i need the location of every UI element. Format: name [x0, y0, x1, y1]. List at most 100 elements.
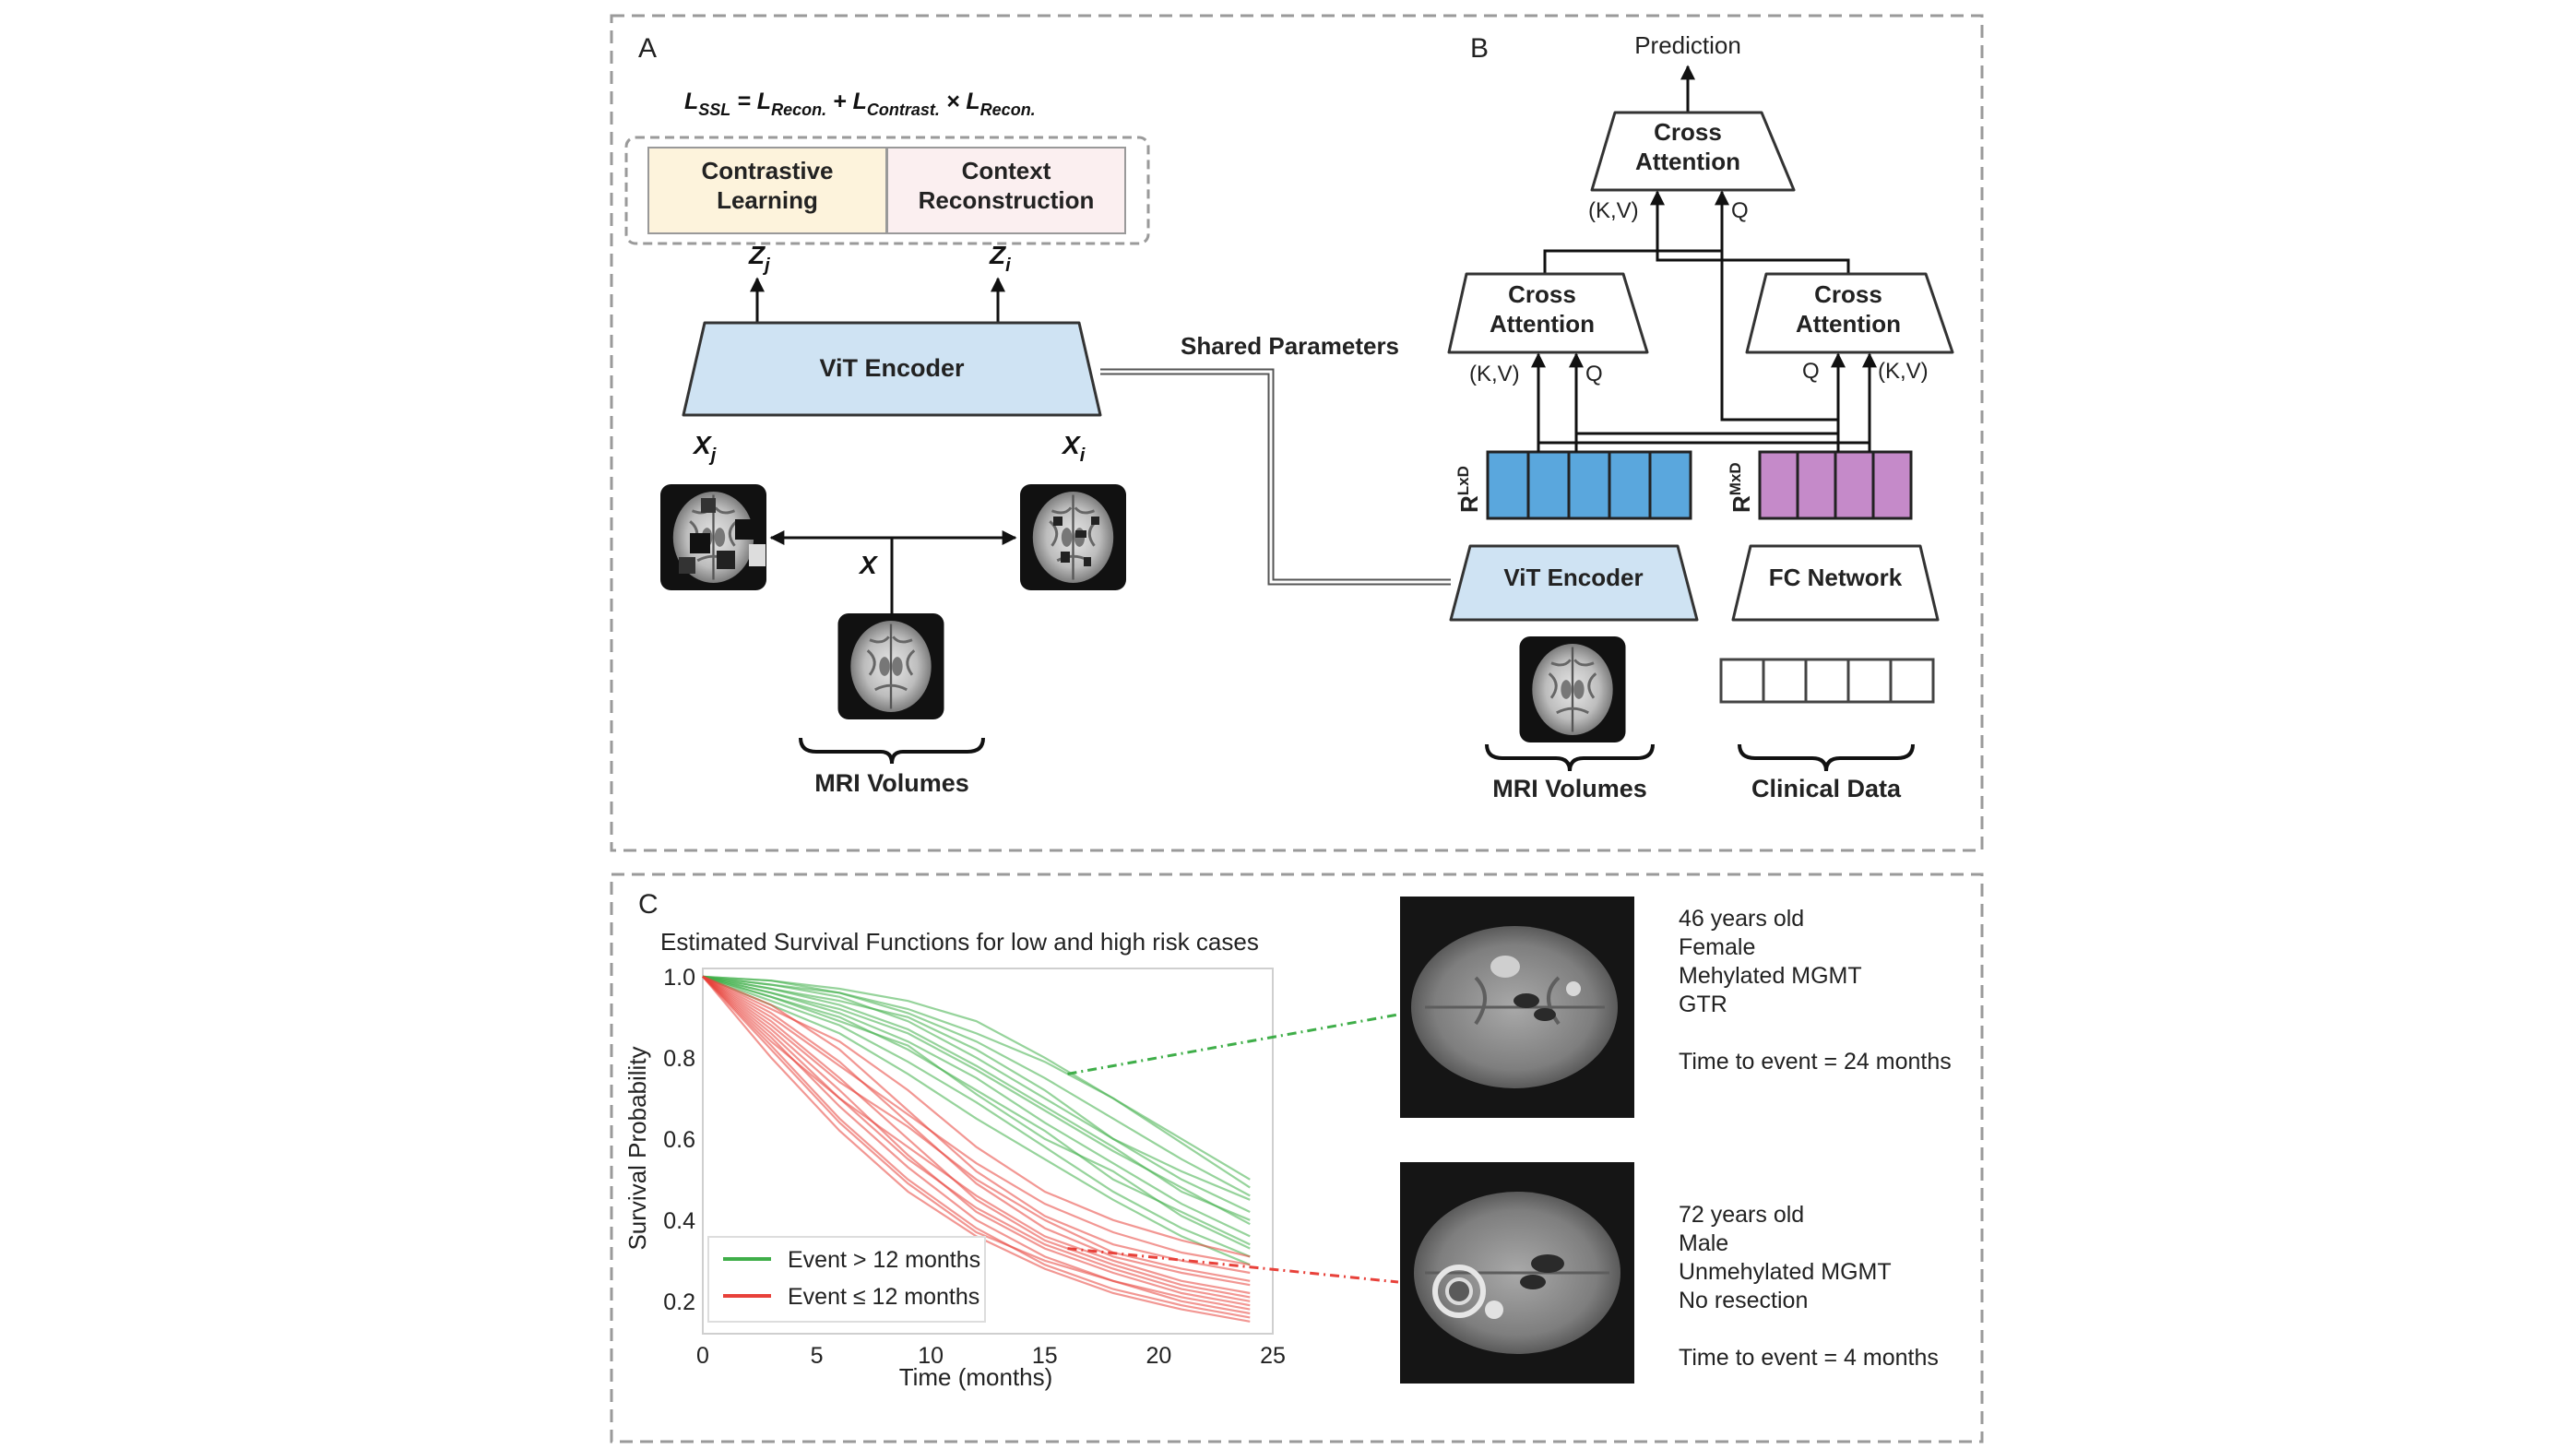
y-tick-label: 0.8 [663, 1046, 695, 1072]
x-tick-label: 25 [1260, 1343, 1286, 1369]
curve-event-gt-12-11 [702, 975, 1251, 1226]
curve-event-gt-12-8 [702, 975, 1251, 1258]
case-1-sex: Female [1679, 934, 1755, 960]
curve-event-gt-12-5 [702, 975, 1251, 1221]
case-2-resection: No resection [1679, 1288, 1808, 1313]
curve-event-gt-12-1 [702, 975, 1251, 1189]
ssl-objectives-group [624, 136, 1150, 245]
curve-event-gt-12-2 [702, 975, 1251, 1197]
mid-left-to-top-connector [1543, 232, 1724, 274]
curve-event-le-12-10 [702, 975, 1251, 1258]
curve-event-gt-12-9 [702, 975, 1251, 1266]
x-tick-label: 15 [1032, 1343, 1058, 1369]
y-tick-label: 0.4 [663, 1208, 695, 1234]
mid-right-to-top-connector [1656, 232, 1850, 274]
mri-volumes-a-brace [799, 737, 985, 765]
kv-label-left: (K,V) [1469, 362, 1520, 386]
case-1-age: 46 years old [1679, 906, 1804, 932]
shared-parameters-label: Shared Parameters [1181, 332, 1399, 360]
kv-label-right: (K,V) [1878, 359, 1929, 384]
contrastive-learning-box [647, 147, 887, 234]
z-i-label: Zi [989, 241, 1011, 276]
panel-c-letter: C [638, 889, 659, 920]
vit-encoder-b-label: ViT Encoder [1503, 564, 1643, 591]
curve-event-gt-12-10 [702, 975, 1251, 1250]
x-tick-label: 5 [811, 1343, 824, 1369]
mri-volumes-a-label: MRI Volumes [814, 769, 969, 797]
r-lxd-label: RLxD [1454, 466, 1483, 513]
clinical-data-brace [1738, 743, 1915, 772]
curve-event-le-12-5 [702, 976, 1251, 1319]
panel-a-b-frame [610, 14, 1984, 852]
augmented-view-j-image [660, 484, 766, 590]
chart-legend [707, 1236, 986, 1323]
curve-event-le-12-11 [702, 975, 1251, 1302]
x-tick-label: 20 [1146, 1343, 1171, 1369]
cross-attention-right [1745, 272, 1954, 354]
case-1-time-to-event: Time to event = 24 months [1679, 1049, 1952, 1075]
legend-label-green: Event > 12 months [788, 1247, 980, 1273]
q-label-right: Q [1802, 359, 1820, 384]
curve-event-gt-12-3 [702, 975, 1251, 1201]
case-2-age: 72 years old [1679, 1202, 1804, 1228]
case-1-mgmt: Mehylated MGMT [1679, 963, 1862, 989]
case-2-sex: Male [1679, 1230, 1728, 1256]
mri-volumes-b-brace [1485, 743, 1655, 772]
fc-network-label: FC Network [1769, 564, 1903, 591]
y-tick-label: 1.0 [663, 965, 695, 991]
case-2-mri-image [1400, 1162, 1634, 1384]
curve-event-le-12-7 [702, 975, 1251, 1282]
chart-lines [702, 975, 1251, 1323]
x-axis-label: Time (months) [899, 1363, 1053, 1391]
cross-attention-left [1447, 272, 1649, 354]
kv-label-top: (K,V) [1588, 198, 1639, 223]
curve-event-gt-12-4 [702, 975, 1251, 1213]
clinical-data-vector [1719, 658, 1935, 704]
x-tick-label: 10 [918, 1343, 944, 1369]
curve-event-le-12-9 [702, 976, 1251, 1295]
y-axis-label: Survival Probability [623, 1046, 651, 1250]
mri-volume-a-image [837, 613, 945, 719]
mri-embedding-tensor [1486, 450, 1692, 520]
curve-event-le-12-1 [702, 975, 1251, 1287]
x-i-label: Xi [1061, 431, 1086, 466]
q-label-top: Q [1731, 198, 1749, 223]
legend-label-red: Event ≤ 12 months [788, 1284, 979, 1310]
chart-connectors [1067, 1013, 1399, 1284]
vit-encoder-a-label: ViT Encoder [819, 354, 965, 382]
panel-c-frame [610, 873, 1984, 1443]
clinical-embedding-tensor [1758, 450, 1913, 520]
x-tick-label: 0 [696, 1343, 709, 1369]
case-1-info: 46 years old Female Mehylated MGMT GTR T… [1679, 906, 1952, 1075]
prediction-label: Prediction [1634, 31, 1741, 59]
ssl-loss-formula: LSSL = LRecon. + LContrast. × LRecon. [684, 89, 1036, 119]
case-1-resection: GTR [1679, 992, 1727, 1017]
curve-event-gt-12-6 [702, 975, 1251, 1238]
case-2-time-to-event: Time to event = 4 months [1679, 1345, 1939, 1371]
curve-event-le-12-8 [702, 975, 1251, 1266]
q-label-left: Q [1585, 362, 1603, 386]
panel-b-letter: B [1470, 33, 1489, 64]
panel-a-letter: A [638, 33, 657, 64]
vit-encoder-b [1449, 544, 1699, 622]
fc-network [1731, 544, 1940, 622]
case-1-mri-image [1400, 897, 1634, 1118]
y-tick-label: 0.6 [663, 1127, 695, 1153]
cross-modal-connector [1538, 251, 1870, 445]
chart-title: Estimated Survival Functions for low and… [660, 928, 1259, 956]
context-reconstruction-box [886, 147, 1126, 234]
mri-volume-b-image [1518, 636, 1627, 742]
shared-parameters-connector [1100, 368, 1451, 586]
clinical-data-label: Clinical Data [1751, 775, 1902, 802]
case-1-connector [1067, 1013, 1399, 1075]
curve-event-le-12-12 [702, 976, 1251, 1311]
z-j-label: Zj [748, 241, 770, 276]
curve-event-le-12-3 [702, 975, 1251, 1307]
